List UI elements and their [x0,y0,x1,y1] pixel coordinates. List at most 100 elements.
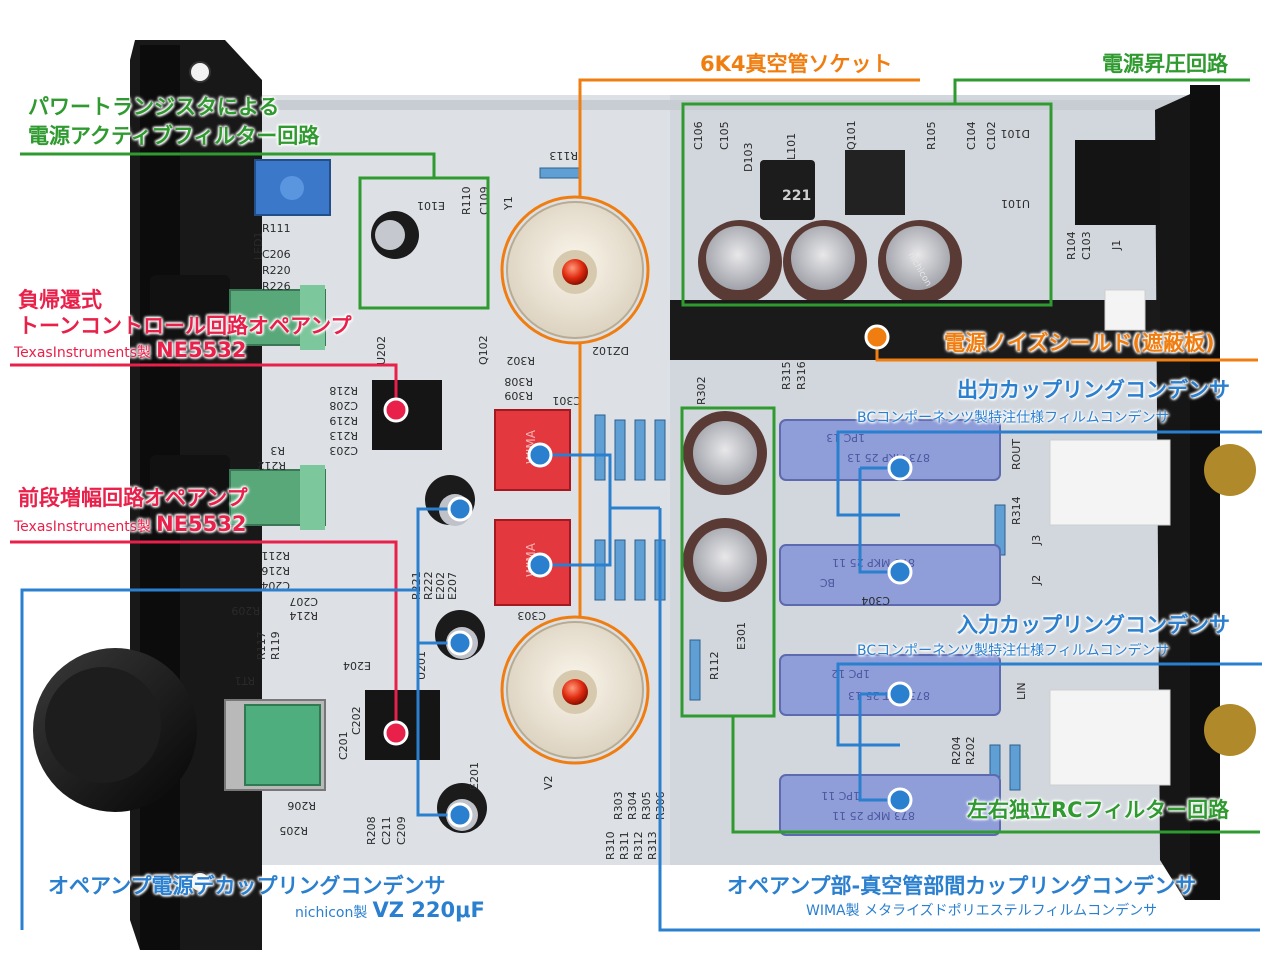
tone-control-maker: TexasInstruments製 [14,345,152,361]
silk-r204: R204 [950,736,963,765]
silk-c303: C303 [517,609,546,622]
silk-c104: C104 [965,121,978,150]
label-preamp: 前段増幅回路オペアンプ [18,486,248,510]
silk-r312: R312 [632,831,645,860]
silk-r105: R105 [925,121,938,150]
label-tone-control-part: TexasInstruments製 NE5532 [14,340,247,361]
silk-y1: Y1 [502,196,515,211]
tone-pot-2 [229,465,326,530]
silk-r302: R302 [506,354,535,367]
silk-r316: R316 [795,361,808,390]
dot-interstage-2 [527,552,553,578]
silk-r212: R212 [257,459,286,472]
dot-preamp-opamp [383,720,409,746]
silk-r216: R216 [261,564,290,577]
leader-active-filter [20,152,436,178]
silk-lin: LIN [1015,682,1028,700]
panel-screw-top [189,61,211,83]
label-rc-filter: 左右独立RCフィルター回路 [967,798,1230,822]
silk-r314: R314 [1010,496,1023,525]
label-active-filter-line2: 電源アクティブフィルター回路 [28,124,320,148]
film-top-print-1: 1PC 13 [826,431,865,444]
tube-socket-v2 [506,621,644,759]
silk-d103: D103 [742,143,755,172]
silk-c105: C105 [718,121,731,150]
leader-power-boost [953,78,1250,104]
silk-c102: C102 [985,121,998,150]
boost-transistor [845,150,905,215]
leader-rc-filter [731,716,1260,834]
film-mid-print-2: BC [820,576,835,589]
leader-preamp-opamp [10,540,398,733]
label-interstage-sub: WIMA製 メタライズドポリエステルフィルムコンデンサ [806,903,1158,919]
silk-r3: R3 [270,444,285,457]
preamp-part: NE5532 [156,512,247,536]
leader-interstage-bracket-1 [540,453,612,567]
volume-knob-face [45,667,161,783]
silk-r222: R222 [422,571,435,600]
silk-r305: R305 [640,791,653,820]
label-active-filter-line1: パワートランジスタによる [28,95,280,119]
silk-r113: R113 [549,149,578,162]
silk-r110: R110 [460,186,473,215]
volume-pot [224,699,326,791]
label-output-cap: 出力カップリングコンデンサ [957,378,1230,402]
silk-u101: U101 [1001,197,1030,210]
rear-panel-face [1190,85,1220,900]
leader-decoupling [20,588,418,930]
panel-screw-bottom [189,871,211,893]
label-tube-socket: 6K4真空管ソケット [700,52,893,76]
silk-r303: R303 [612,791,625,820]
silk-c304: C304 [861,594,890,607]
label-power-boost: 電源昇圧回路 [1102,52,1228,76]
label-output-cap-sub: BCコンポーネンツ製特注仕様フィルムコンデンサ [857,410,1170,426]
silk-r209: R209 [231,604,260,617]
silk-v2: V2 [542,775,555,790]
dot-decoupling-2 [447,630,473,656]
silk-r111: R111 [262,222,291,235]
preamp-maker: TexasInstruments製 [14,519,152,535]
dot-decoupling-3 [447,802,473,828]
silk-j3: J3 [1030,535,1043,546]
silk-q101: Q101 [845,120,858,150]
label-tone-control-line1: 負帰還式 [18,288,102,312]
silk-j1: J1 [1110,240,1123,251]
silk-r315: R315 [780,361,793,390]
silk-r219: R219 [329,414,358,427]
silk-d101: D101 [1001,127,1030,140]
film-in-print-1: 1PC 12 [831,667,870,680]
silk-r309: R309 [504,389,533,402]
silk-c301: C301 [552,394,581,407]
boost-inductor [760,160,815,220]
silk-c206: C206 [262,248,291,261]
silk-r211: R211 [261,549,290,562]
dot-input-cap-2 [887,787,913,813]
power-caps [698,220,962,304]
leader-socket-top [578,78,920,197]
box-active-filter [358,176,490,310]
silk-inductor-value: 221 [782,188,811,204]
silk-r112: R112 [708,651,721,680]
silk-c201: C201 [337,731,350,760]
silk-r202: R202 [964,736,977,765]
dot-output-cap-2 [887,559,913,585]
silk-c207: C207 [289,595,318,608]
tube-socket-v1 [506,201,644,339]
tone-knob-jack-1 [150,275,230,345]
film-bot-print-2: 873 MKP 25 11 [832,809,915,822]
silk-q102: Q102 [477,335,490,365]
silk-e207: E207 [446,572,459,600]
silk-led1: LED1 [252,231,265,260]
decoupling-maker: nichicon製 [295,905,368,921]
film-caps [779,419,1001,836]
silk-r213: R213 [329,429,358,442]
silk-e101: E101 [417,199,445,212]
noise-shield-plate [670,300,1160,360]
label-input-cap-sub: BCコンポーネンツ製特注仕様フィルムコンデンサ [857,643,1170,659]
leader-decoupling-bracket [416,507,460,817]
label-preamp-part: TexasInstruments製 NE5532 [14,514,247,535]
silk-e201: E201 [468,762,481,790]
label-input-cap: 入力カップリングコンデンサ [957,613,1230,637]
silk-c209: C209 [395,816,408,845]
